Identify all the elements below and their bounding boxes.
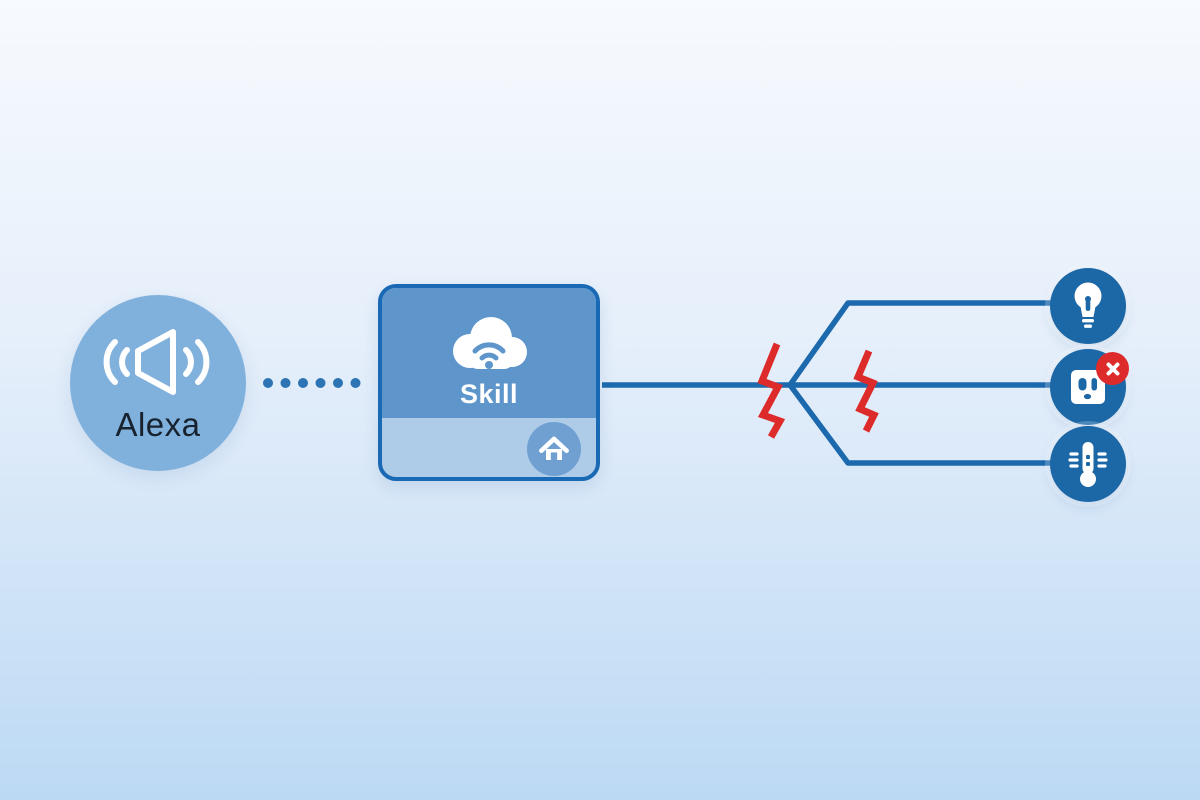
light-bulb-icon: [1067, 280, 1109, 332]
error-x-icon: [1104, 360, 1122, 378]
device-light-bulb: [1050, 268, 1126, 344]
alexa-label: Alexa: [115, 406, 201, 443]
alexa-node: Alexa: [70, 295, 246, 471]
error-badge: [1096, 352, 1129, 385]
skill-label: Skill: [459, 379, 519, 409]
skill-node: Skill: [378, 284, 600, 481]
skill-main-panel: Skill: [382, 288, 596, 418]
device-power-outlet: [1050, 349, 1129, 425]
smart-home-badge: [527, 422, 581, 476]
voice-speaker-icon: [98, 322, 218, 402]
home-icon: [537, 433, 571, 465]
cloud-wifi-icon: [437, 311, 541, 377]
thermometer-icon: [1065, 438, 1111, 490]
power-outlet-icon: [1066, 365, 1110, 409]
connection-break-bolt-icon: [757, 342, 786, 439]
connection-break-bolt-icon: [853, 349, 879, 433]
device-thermostat: [1050, 426, 1126, 502]
skill-to-devices-connector: [602, 300, 1053, 466]
